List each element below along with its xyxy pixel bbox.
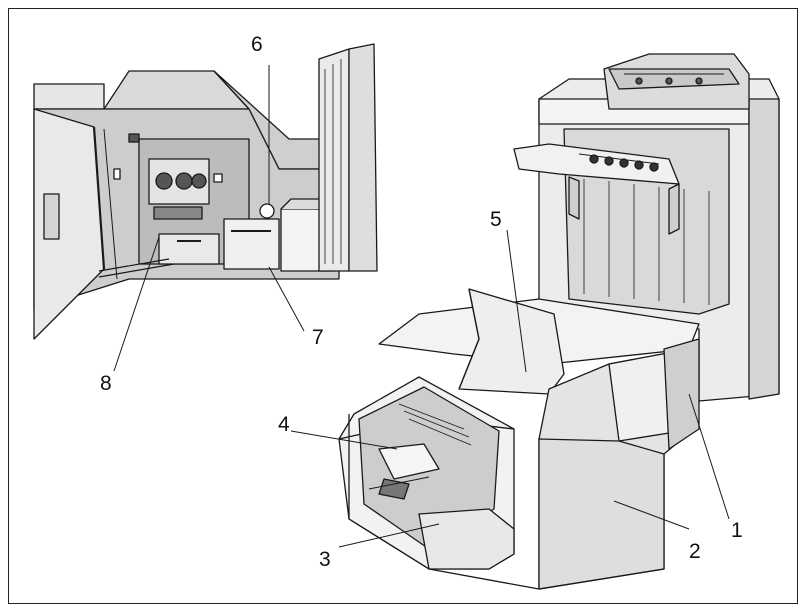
main-machine bbox=[338, 53, 780, 590]
callout-6: 6 bbox=[251, 33, 263, 56]
inset-finisher-open bbox=[33, 43, 378, 340]
callout-2: 2 bbox=[689, 540, 701, 563]
callout-4: 4 bbox=[278, 413, 290, 436]
diagram-frame: 6 7 8 5 4 3 2 1 bbox=[8, 8, 798, 604]
callout-5: 5 bbox=[490, 208, 502, 231]
diagram-illustration bbox=[33, 43, 780, 590]
leader-lines bbox=[113, 65, 730, 548]
callout-1: 1 bbox=[731, 519, 743, 542]
callout-7: 7 bbox=[312, 326, 324, 349]
callout-3: 3 bbox=[319, 548, 331, 571]
callout-8: 8 bbox=[100, 372, 112, 395]
